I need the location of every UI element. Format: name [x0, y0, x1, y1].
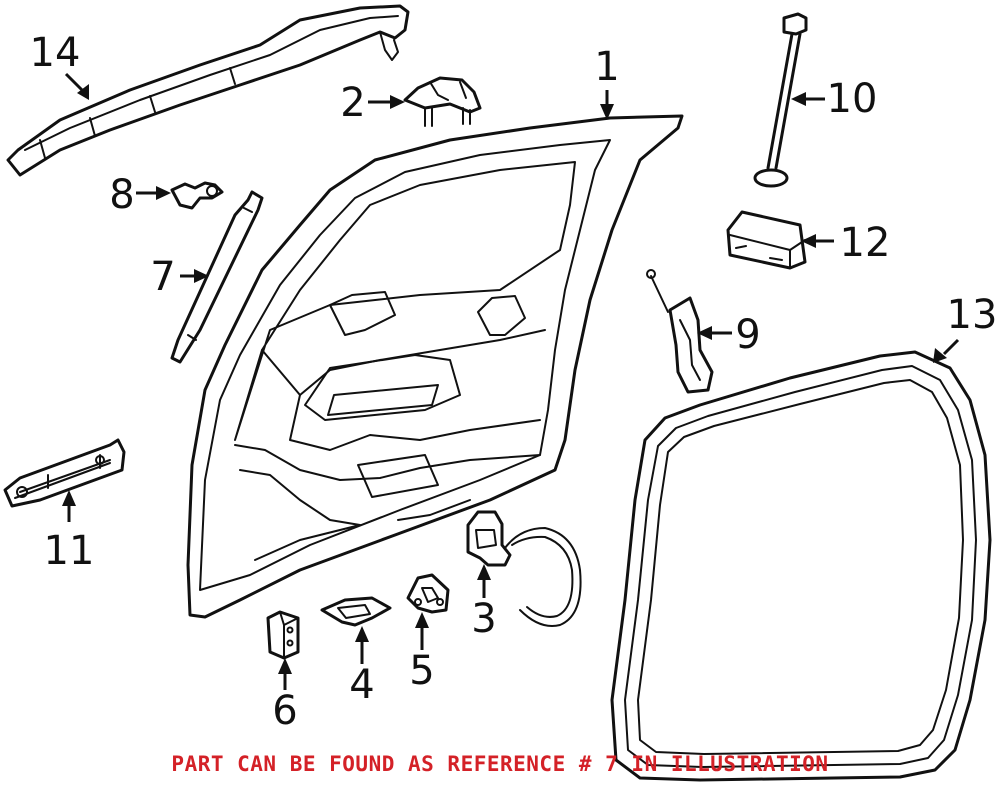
reference-note: PART CAN BE FOUND AS REFERENCE # 7 IN IL… — [171, 752, 829, 776]
callout-3: 3 — [471, 564, 497, 642]
part-2-hinge — [403, 76, 482, 127]
callout-8: 8 — [109, 172, 171, 218]
callout-11: 11 — [44, 490, 95, 574]
part-6-bumper — [266, 610, 300, 660]
callout-number: 2 — [340, 80, 365, 126]
part-11-handle — [3, 438, 126, 508]
part-14-hinge-reinforcement — [6, 4, 410, 177]
part-3-latch — [466, 510, 582, 627]
callout-number: 6 — [272, 688, 297, 734]
callout-6: 6 — [272, 658, 298, 734]
callout-7: 7 — [150, 254, 209, 300]
callout-number: 8 — [109, 172, 134, 218]
callout-number: 7 — [150, 254, 175, 300]
callout-number: 13 — [947, 292, 998, 338]
callout-number: 9 — [735, 312, 760, 358]
part-12-control-module — [726, 210, 807, 270]
callout-14: 14 — [30, 30, 89, 100]
callout-5: 5 — [409, 612, 435, 694]
callout-9: 9 — [697, 312, 761, 358]
callout-13: 13 — [933, 292, 997, 363]
callout-number: 11 — [44, 528, 95, 574]
callout-number: 4 — [349, 662, 374, 708]
callout-12: 12 — [801, 220, 890, 266]
callout-number: 3 — [471, 596, 496, 642]
callout-1: 1 — [594, 44, 620, 120]
callout-2: 2 — [340, 80, 405, 126]
part-10-wiring-grommet — [753, 12, 808, 188]
callout-number: 1 — [594, 44, 619, 90]
part-9-actuator — [646, 269, 714, 394]
part-7-support-strut — [170, 190, 264, 364]
part-1-liftgate — [186, 114, 684, 619]
callout-4: 4 — [349, 626, 375, 708]
part-8-ball-stud — [170, 181, 224, 210]
callout-number: 5 — [409, 648, 434, 694]
callout-10: 10 — [791, 76, 877, 122]
callout-number: 10 — [827, 76, 878, 122]
part-4-bracket — [320, 596, 392, 627]
callout-number: 12 — [840, 220, 891, 266]
callout-number: 14 — [30, 30, 81, 76]
part-13-weatherstrip — [610, 350, 992, 782]
part-5-striker — [406, 573, 450, 614]
